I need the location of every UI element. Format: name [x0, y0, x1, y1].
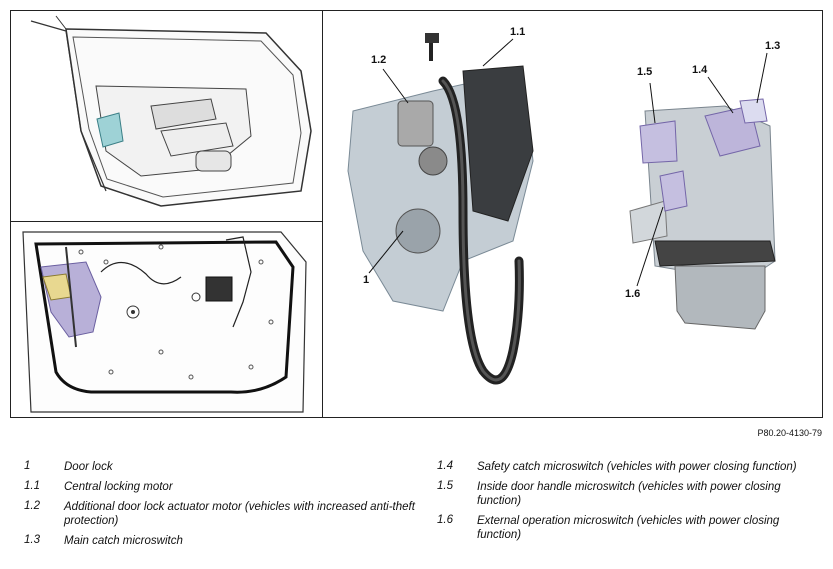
legend-item: 1.4 Safety catch microswitch (vehicles w… [437, 460, 802, 474]
legend-text: Safety catch microswitch (vehicles with … [477, 461, 797, 473]
legend-text: Inside door handle microswitch (vehicles… [477, 481, 781, 507]
legend-item: 1 Door lock [24, 460, 419, 474]
legend-text: Additional door lock actuator motor (veh… [64, 501, 415, 527]
legend-text: Door lock [64, 461, 113, 473]
legend-number: 1.3 [24, 534, 40, 546]
door-lock-illustration [347, 33, 534, 385]
microswitch-panel: 1.3 1.4 1.5 1.6 [585, 10, 823, 418]
legend-number: 1.5 [437, 480, 453, 492]
figure-reference: P80.20-4130-79 [757, 428, 822, 438]
legend-number: 1.2 [24, 500, 40, 512]
legend-item: 1.5 Inside door handle microswitch (vehi… [437, 480, 802, 508]
legend-item: 1.6 External operation microswitch (vehi… [437, 514, 802, 542]
legend-number: 1.6 [437, 514, 453, 526]
legend-text: Main catch microswitch [64, 535, 183, 547]
legend-number: 1 [24, 460, 31, 472]
legend-item: 1.1 Central locking motor [24, 480, 419, 494]
callout-1-6: 1.6 [625, 288, 641, 300]
legend-right: 1.4 Safety catch microswitch (vehicles w… [437, 460, 802, 548]
legend-left: 1 Door lock 1.1 Central locking motor 1.… [24, 460, 419, 554]
microswitch-illustration [629, 52, 776, 330]
legend-number: 1.1 [24, 480, 40, 492]
door-overview-panel [10, 10, 323, 222]
door-lock-panel: 1.1 1.2 1 [322, 10, 586, 418]
door-inner-illustration [22, 231, 307, 413]
legend-text: Central locking motor [64, 481, 173, 493]
callout-1-4: 1.4 [692, 64, 708, 76]
callout-1-2: 1.2 [371, 54, 387, 66]
legend-text: External operation microswitch (vehicles… [477, 515, 780, 541]
legend-item: 1.3 Main catch microswitch [24, 534, 419, 548]
legend-item: 1.2 Additional door lock actuator motor … [24, 500, 419, 528]
callout-1-3: 1.3 [765, 40, 781, 52]
callout-1: 1 [363, 274, 370, 286]
callout-1-1: 1.1 [510, 26, 526, 38]
legend-number: 1.4 [437, 460, 453, 472]
callout-1-5: 1.5 [637, 66, 653, 78]
door-inner-panel [10, 221, 323, 418]
door-overview-illustration [30, 15, 312, 207]
